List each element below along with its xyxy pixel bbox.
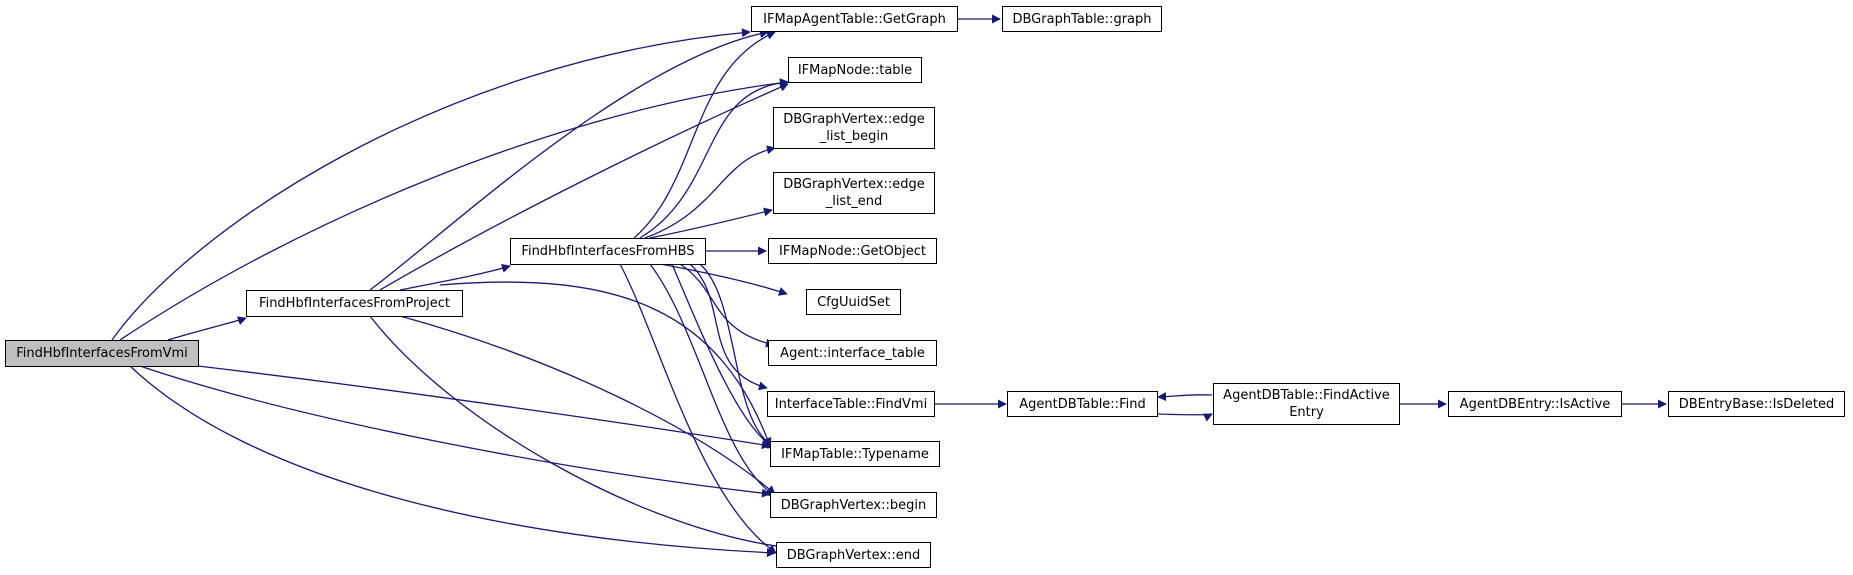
node-agent-db-table-find[interactable]: AgentDBTable::Find [1007, 391, 1158, 417]
edge-project-typename [439, 281, 772, 447]
edge-find-findactive [1157, 413, 1213, 422]
node-find-hbf-interfaces-from-hbs[interactable]: FindHbfInterfacesFromHBS [510, 238, 706, 265]
node-ifmap-node-get-object[interactable]: IFMapNode::GetObject [768, 238, 937, 264]
node-db-graph-vertex-edge-list-end[interactable]: DBGraphVertex::edge _list_end [773, 172, 935, 214]
edge-vmi-project [167, 316, 247, 341]
edge-hbs-begin [649, 263, 776, 497]
edge-project-hbs [399, 264, 511, 291]
node-db-entry-base-is-deleted[interactable]: DBEntryBase::IsDeleted [1668, 391, 1845, 417]
edge-hbs-iftable [679, 263, 775, 348]
edge-vmi-getgraph [111, 28, 751, 341]
node-db-graph-vertex-end[interactable]: DBGraphVertex::end [776, 542, 931, 568]
node-agent-db-table-find-active-entry[interactable]: AgentDBTable::FindActive Entry [1213, 383, 1400, 425]
node-ifmap-node-table[interactable]: IFMapNode::table [788, 57, 922, 83]
edge-project-getgraph [369, 29, 769, 291]
edge-hbs-getgraph [633, 31, 776, 239]
node-interface-table-find-vmi[interactable]: InterfaceTable::FindVmi [767, 391, 935, 417]
edge-hbs-findvmi [689, 263, 768, 391]
node-db-graph-table-graph[interactable]: DBGraphTable::graph [1002, 6, 1162, 32]
node-ifmap-agent-table-get-graph[interactable]: IFMapAgentTable::GetGraph [751, 6, 958, 32]
edge-hbs-table [639, 78, 789, 239]
edge-vmi-typename [197, 365, 771, 450]
node-cfg-uuid-set[interactable]: CfgUuidSet [806, 289, 901, 315]
edge-hbs-edgebegin [644, 145, 776, 239]
edge-findactive-find [1157, 392, 1213, 402]
edge-hbs-edgeend [649, 207, 773, 239]
node-agent-interface-table[interactable]: Agent::interface_table [768, 340, 937, 366]
edge-hbs-typename-2 [671, 263, 776, 449]
node-find-hbf-interfaces-from-vmi[interactable]: FindHbfInterfacesFromVmi [5, 340, 199, 367]
edge-project-begin [399, 315, 776, 495]
node-agent-db-entry-is-active[interactable]: AgentDBEntry::IsActive [1448, 391, 1622, 417]
edge-vmi-table [119, 78, 789, 341]
edge-vmi-end [129, 365, 776, 558]
edge-vmi-begin [139, 365, 771, 498]
node-db-graph-vertex-edge-list-begin[interactable]: DBGraphVertex::edge _list_begin [773, 107, 935, 149]
node-db-graph-vertex-begin[interactable]: DBGraphVertex::begin [770, 492, 937, 518]
edge-project-end [369, 315, 791, 552]
edge-hbs-end [619, 263, 777, 554]
edge-hbs-typename [699, 263, 774, 447]
node-find-hbf-interfaces-from-project[interactable]: FindHbfInterfacesFromProject [246, 290, 463, 317]
node-ifmap-table-typename[interactable]: IFMapTable::Typename [770, 441, 940, 467]
edge-hbs-cfguuid [659, 263, 788, 296]
